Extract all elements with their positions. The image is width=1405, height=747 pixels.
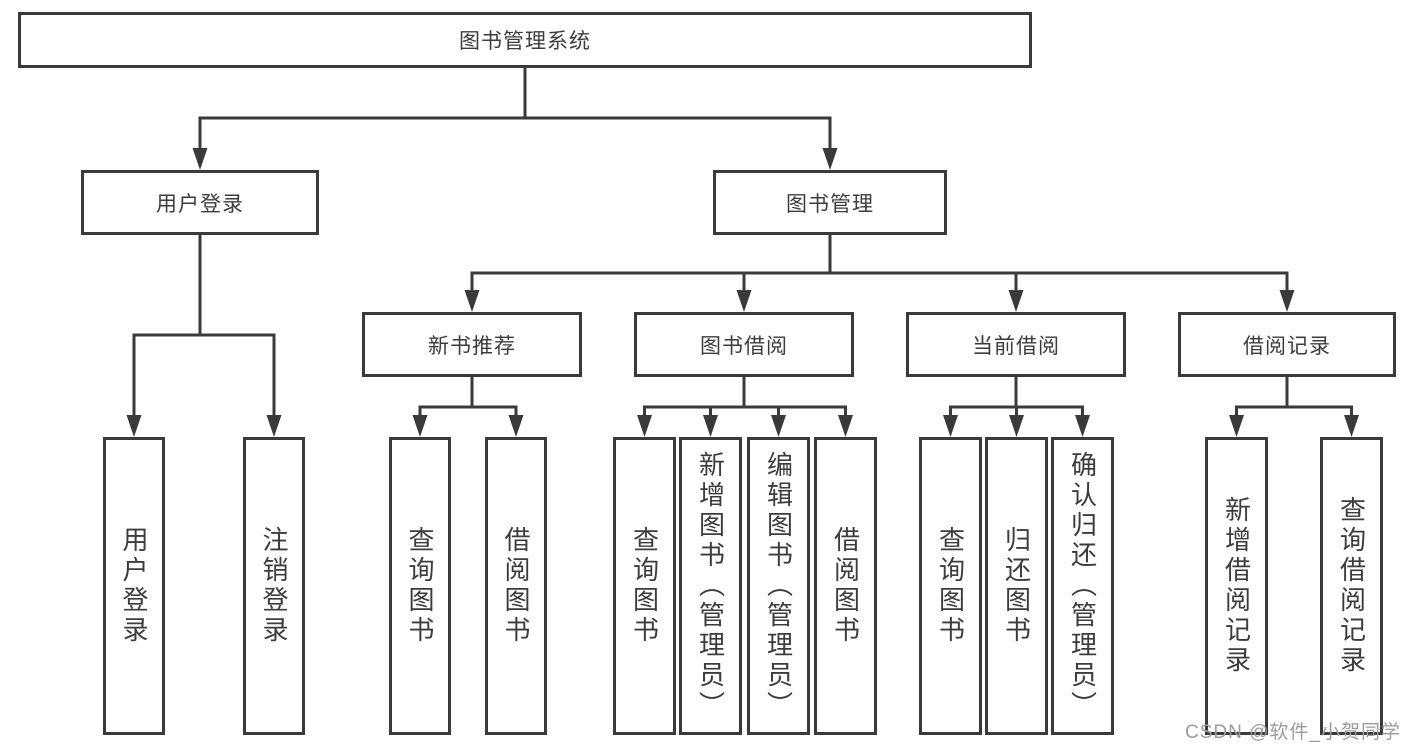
leaf-label: 借阅图书 [501,526,531,646]
leaf-query-books-1: 查询图书 [389,437,451,735]
leaf-label: 编辑图书（管理员） [763,451,794,721]
leaf-label: 注销登录 [259,526,289,646]
node-label: 借阅记录 [1243,334,1331,358]
leaf-logout: 注销登录 [243,437,305,735]
connector-user-branch [126,235,282,437]
node-book-management-branch: 图书管理 [713,170,947,235]
node-label: 新书推荐 [428,334,516,358]
leaf-label: 新增借阅记录 [1221,496,1252,676]
connector-root-to-level2 [192,68,838,170]
leaf-query-books-3: 查询图书 [919,437,982,735]
node-book-borrowing: 图书借阅 [634,312,854,377]
node-label: 用户登录 [156,192,244,216]
node-library-system: 图书管理系统 [18,12,1032,68]
node-new-book-recommend: 新书推荐 [362,312,582,377]
csdn-watermark: CSDN @软件_小贺同学 [1185,722,1401,743]
leaf-label: 确认归还（管理员） [1067,451,1098,721]
node-borrowing-records: 借阅记录 [1178,312,1396,377]
node-label: 当前借阅 [972,334,1060,358]
connector-book-branch [464,235,1295,312]
leaf-label: 新增图书（管理员） [695,451,726,721]
leaf-label: 查询图书 [935,526,966,646]
connector-group-records [1229,377,1359,437]
leaf-return-books: 归还图书 [985,437,1048,735]
leaf-query-borrow-record: 查询借阅记录 [1320,437,1383,735]
node-current-borrowing: 当前借阅 [906,312,1126,377]
leaf-confirm-return-admin: 确认归还（管理员） [1051,437,1114,735]
leaf-user-login: 用户登录 [103,437,165,735]
leaf-edit-books-admin: 编辑图书（管理员） [747,437,810,735]
node-user-login-branch: 用户登录 [81,170,319,235]
leaf-label: 查询借阅记录 [1336,496,1367,676]
node-label: 图书管理系统 [459,30,591,53]
connector-group-current [943,377,1090,437]
leaf-label: 查询图书 [629,526,660,646]
leaf-label: 归还图书 [1001,526,1032,646]
connector-group-borrowing [637,377,853,437]
leaf-label: 用户登录 [119,526,149,646]
leaf-add-books-admin: 新增图书（管理员） [679,437,742,735]
leaf-borrow-books-2: 借阅图书 [814,437,877,735]
node-label: 图书管理 [786,192,874,216]
node-label: 图书借阅 [700,334,788,358]
leaf-borrow-books-1: 借阅图书 [485,437,547,735]
connector-group-new-books [412,377,524,437]
leaf-label: 查询图书 [405,526,435,646]
leaf-add-borrow-record: 新增借阅记录 [1205,437,1268,735]
leaf-query-books-2: 查询图书 [613,437,676,735]
leaf-label: 借阅图书 [830,526,861,646]
